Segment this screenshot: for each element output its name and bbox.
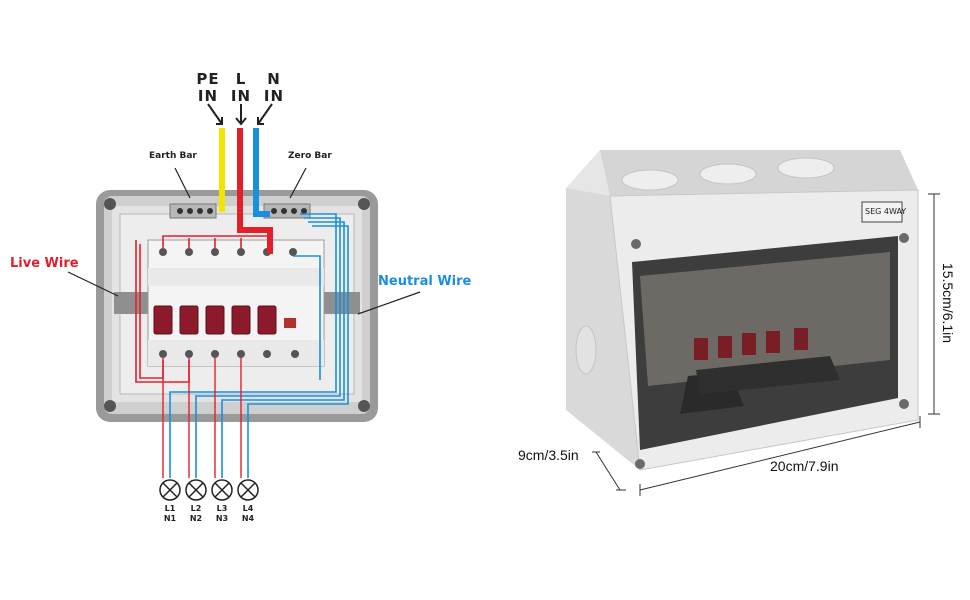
neutral-input-wire [253, 128, 270, 217]
product-badge: SEG 4WAY [865, 207, 907, 216]
breaker-handles [153, 305, 277, 335]
rcd-test-button [284, 318, 296, 328]
earth-bar [169, 203, 217, 219]
input-arrows [207, 103, 273, 126]
neutral-internal-wires [169, 213, 349, 478]
breaker-module [147, 239, 325, 367]
neutral-wire-label: Neutral Wire [378, 274, 472, 289]
output-lamps [159, 479, 259, 501]
output-wires [162, 358, 242, 478]
width-dimension: 20cm/7.9in [770, 458, 839, 474]
live-wire-label: Live Wire [10, 256, 79, 271]
depth-dimension: 9cm/3.5in [518, 447, 579, 463]
product-breaker-handles [694, 328, 808, 360]
product-window [632, 236, 898, 450]
zero-bar-label: Zero Bar [288, 151, 332, 161]
dimension-lines [592, 193, 940, 496]
height-dimension: 15.5cm/6.1in [940, 262, 956, 344]
product-badge-bg [861, 201, 903, 223]
earth-bar-label: Earth Bar [149, 151, 197, 161]
live-input-wire [237, 128, 273, 254]
breaker-terminals [159, 248, 299, 358]
